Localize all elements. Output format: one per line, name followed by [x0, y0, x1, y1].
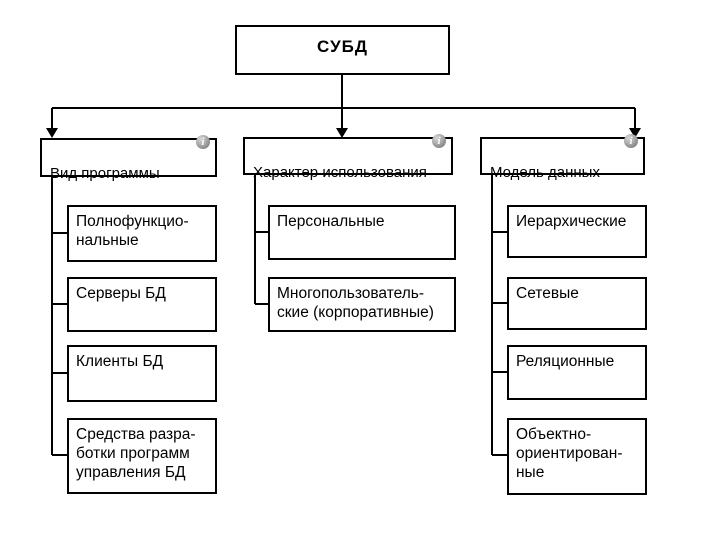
branch-model-dannyh: Модель данных i: [480, 134, 645, 181]
branch-label: Модель данных: [490, 164, 600, 182]
child-box-obektno-orientirovannye: Объектно- ориентирован- ные: [507, 418, 647, 495]
child-box-ierarhicheskie: Иерархические: [507, 205, 647, 258]
child-box-servery-bd: Серверы БД: [67, 277, 217, 332]
arrowhead-down: [46, 128, 58, 138]
branch-label: Характер использования: [253, 164, 427, 182]
info-icon[interactable]: i: [624, 134, 638, 148]
branch-vid-programmy: Вид программы i: [40, 135, 217, 182]
root-box-subd: СУБД: [235, 25, 450, 75]
arrowhead-down: [629, 128, 641, 138]
arrowhead-down: [336, 128, 348, 138]
branch-label: Вид программы: [50, 165, 160, 183]
child-box-klienty-bd: Клиенты БД: [67, 345, 217, 402]
child-box-personalnye: Персональные: [268, 205, 456, 260]
branch-harakter-ispolzovaniya: Характер использования i: [243, 134, 453, 181]
child-box-polnofunkcionalnye: Полнофункцио- нальные: [67, 205, 217, 262]
child-box-relyacionnye: Реляционные: [507, 345, 647, 400]
info-icon[interactable]: i: [432, 134, 446, 148]
child-box-sredstva-razrabotki: Средства разра- ботки программ управлени…: [67, 418, 217, 494]
child-box-mnogopolzovatelskie: Многопользователь- ские (корпоративные): [268, 277, 456, 332]
child-box-setevye: Сетевые: [507, 277, 647, 330]
info-icon[interactable]: i: [196, 135, 210, 149]
